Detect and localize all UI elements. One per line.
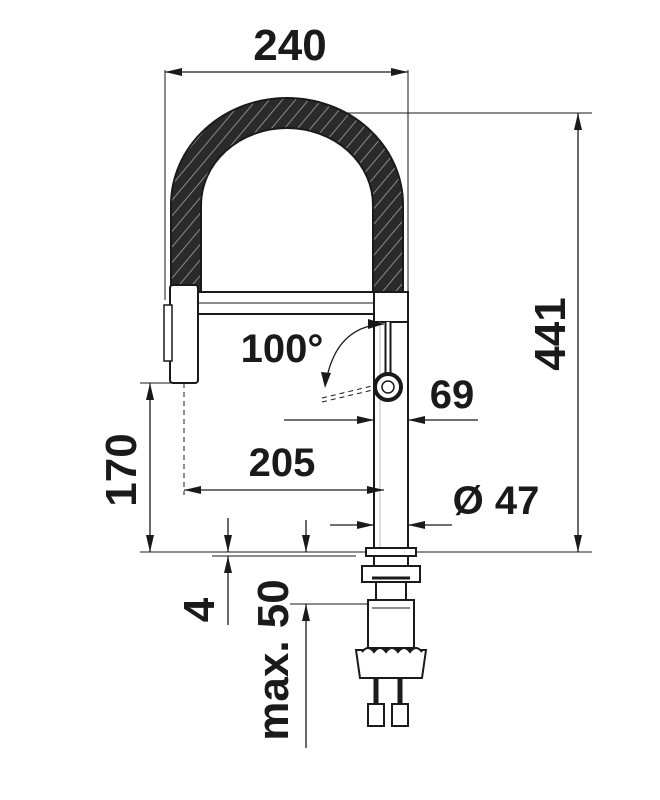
label-205: 205: [249, 441, 316, 485]
label-max-50: max. 50: [249, 579, 298, 740]
spray-head: [163, 284, 199, 495]
label-240: 240: [253, 21, 326, 70]
dimension-170: 170: [97, 382, 172, 552]
dimension-4: 4: [175, 518, 232, 625]
dimension-max-50: max. 50: [249, 520, 310, 748]
label-69: 69: [430, 373, 475, 417]
label-100-degrees: 100°: [241, 327, 324, 371]
lever-handle: [321, 322, 403, 403]
spout-arm: [195, 291, 377, 315]
dimension-240: 240: [164, 21, 409, 300]
dimension-100-degrees: 100°: [241, 319, 385, 388]
dimension-diameter-47: Ø 47: [330, 479, 539, 529]
label-441: 441: [526, 297, 575, 370]
label-diameter-47: Ø 47: [453, 479, 540, 523]
label-4: 4: [175, 597, 224, 622]
mounting-assembly: [354, 547, 428, 727]
dimension-205: 205: [184, 441, 384, 494]
label-170: 170: [97, 433, 146, 506]
coiled-hose: [170, 97, 404, 292]
dimension-441: 441: [290, 112, 592, 552]
dimension-69: 69: [284, 373, 478, 424]
